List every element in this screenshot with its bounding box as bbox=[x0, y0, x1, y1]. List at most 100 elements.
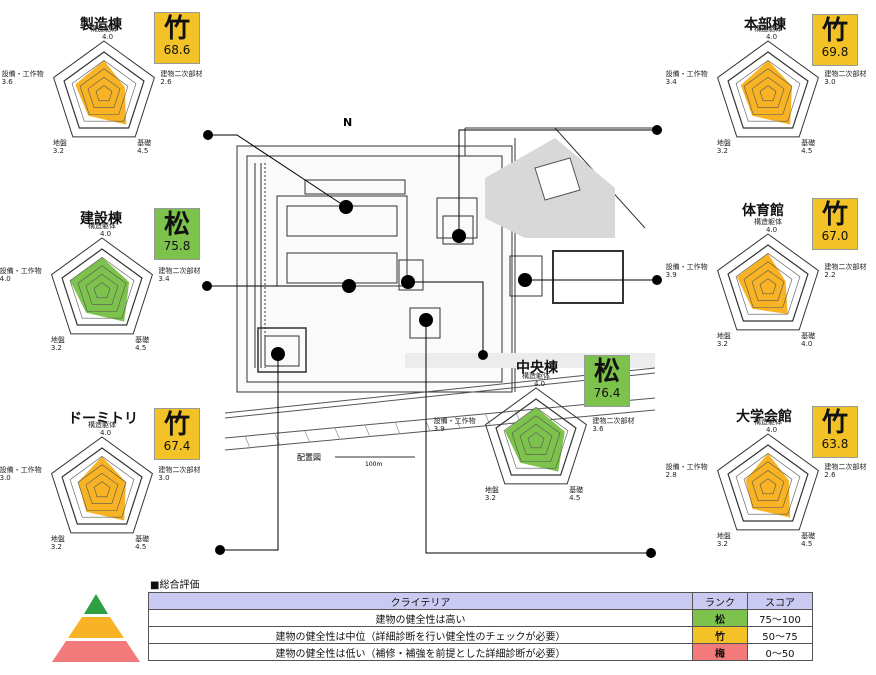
axis-value: 3.2 bbox=[484, 493, 496, 502]
radar-area bbox=[504, 407, 565, 472]
header-rank: ランク bbox=[692, 592, 748, 610]
radar-chart bbox=[717, 40, 819, 138]
radar-chart bbox=[717, 433, 819, 531]
building-name: 本部棟 bbox=[744, 17, 786, 33]
axis-name: 構造躯体 bbox=[754, 218, 782, 226]
axis-name: 設備・工作物 bbox=[0, 465, 42, 474]
radar-grid-ring bbox=[61, 447, 143, 525]
radar-grid-ring bbox=[727, 244, 809, 322]
radar-area bbox=[75, 60, 127, 125]
radar-area bbox=[736, 253, 788, 315]
radar-grid-ring bbox=[79, 68, 129, 115]
radar-frame bbox=[717, 433, 819, 531]
axis-name: 地盤 bbox=[52, 138, 67, 147]
axis-value: 3.6 bbox=[1, 77, 13, 86]
axis-value: 3.6 bbox=[592, 424, 604, 433]
score-value: 67.0 bbox=[821, 229, 849, 243]
rank-char: 竹 bbox=[821, 200, 848, 230]
axis-value: 3.4 bbox=[158, 274, 170, 283]
axis-value: 4.0 bbox=[100, 429, 112, 437]
axis-name: 地盤 bbox=[716, 331, 731, 340]
axis-name: 基礎 bbox=[801, 331, 816, 340]
radar-grid-ring bbox=[735, 453, 801, 515]
axis-name: 構造躯体 bbox=[522, 372, 550, 380]
radar-frame bbox=[485, 387, 587, 485]
axis-value: 2.6 bbox=[824, 470, 836, 479]
axis-name: 建物二次部材 bbox=[824, 462, 867, 471]
axis-name: 設備・工作物 bbox=[665, 69, 708, 78]
axis-name: 構造躯体 bbox=[754, 25, 782, 33]
radar-grid-ring bbox=[511, 415, 561, 462]
axis-name: 基礎 bbox=[135, 534, 150, 543]
axis-name: 基礎 bbox=[135, 335, 150, 344]
map-scale: 100m bbox=[365, 461, 382, 468]
building-name: ドーミトリ bbox=[68, 411, 138, 427]
radar-grid-ring bbox=[527, 432, 545, 449]
radar-grid-ring bbox=[87, 76, 121, 108]
axis-value: 4.0 bbox=[100, 230, 112, 238]
building-name: 大学会館 bbox=[736, 409, 792, 425]
axis-name: 構造躯体 bbox=[754, 418, 782, 426]
rank-char: 竹 bbox=[821, 16, 848, 46]
radar-grid-ring bbox=[495, 398, 577, 476]
building-name: 製造棟 bbox=[80, 17, 122, 33]
axis-name: 建物二次部材 bbox=[158, 266, 201, 275]
axis-name: 建物二次部材 bbox=[824, 262, 867, 271]
axis-name: 建物二次部材 bbox=[160, 69, 203, 78]
axis-value: 4.5 bbox=[137, 146, 149, 155]
radar-grid-ring bbox=[77, 464, 127, 511]
axis-name: 基礎 bbox=[137, 138, 152, 147]
axis-name: 基礎 bbox=[801, 138, 816, 147]
rank-char: 竹 bbox=[163, 14, 190, 44]
radar-chart bbox=[51, 237, 153, 335]
radar-area bbox=[70, 257, 130, 322]
axis-name: 建物二次部材 bbox=[592, 416, 635, 425]
axis-name: 地盤 bbox=[716, 138, 731, 147]
axis-value: 4.5 bbox=[801, 146, 813, 155]
radar-grid-ring bbox=[77, 265, 127, 312]
axis-name: 地盤 bbox=[50, 534, 65, 543]
axis-value: 4.5 bbox=[569, 493, 581, 502]
radar-grid-ring bbox=[69, 257, 135, 319]
axis-name: 基礎 bbox=[569, 485, 584, 494]
axis-value: 2.2 bbox=[824, 270, 836, 279]
legend-title: ■総合評価 bbox=[150, 580, 200, 591]
score-cell: 50〜75 bbox=[747, 626, 813, 644]
radar-area bbox=[745, 453, 791, 518]
axis-name: 設備・工作物 bbox=[0, 266, 42, 275]
radar-grid-ring bbox=[759, 478, 777, 495]
criteria-table: クライテリア ランク スコア 建物の健全性は高い 松 75〜100 建物の健全性… bbox=[148, 592, 813, 661]
radar-grid-ring bbox=[727, 444, 809, 522]
rank-char: 竹 bbox=[163, 410, 190, 440]
radar-chart bbox=[485, 387, 587, 485]
axis-value: 3.2 bbox=[52, 146, 64, 155]
axis-value: 3.0 bbox=[824, 77, 836, 86]
pyramid-icon bbox=[52, 594, 140, 662]
rank-cell: 竹 bbox=[692, 626, 748, 644]
axis-name: 構造躯体 bbox=[90, 25, 118, 33]
radar-frame bbox=[51, 237, 153, 335]
building-name: 体育館 bbox=[742, 203, 784, 219]
axis-value: 3.2 bbox=[716, 339, 728, 348]
